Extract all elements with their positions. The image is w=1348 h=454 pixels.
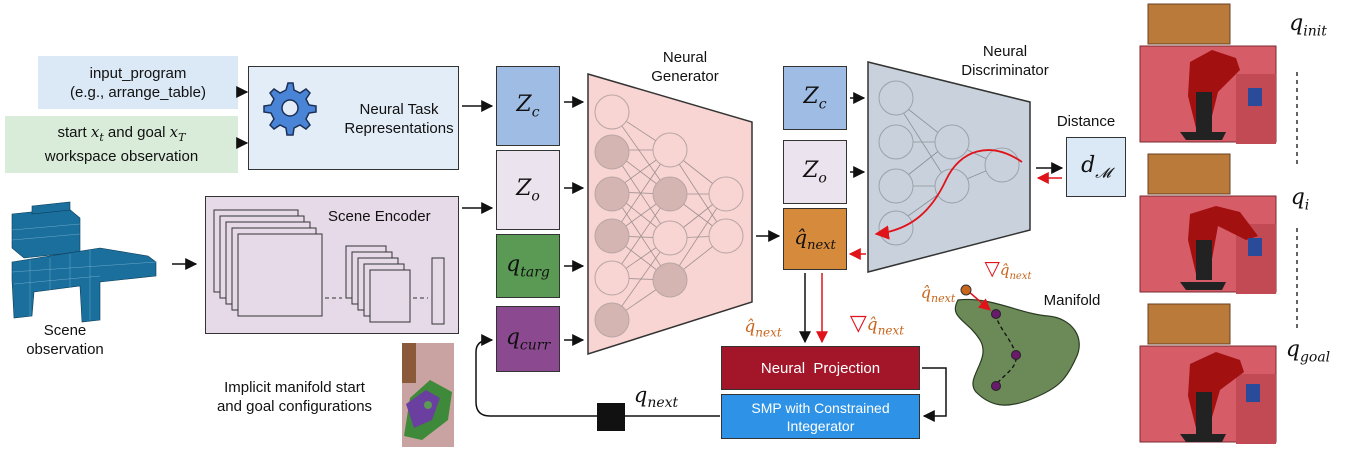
feature-maps-small [345,245,411,323]
start-goal-label: start xt and goal xT [57,123,186,144]
scene-observation-label: Scene observation [26,322,104,358]
robot-scene-intermediate [1139,153,1277,294]
qcurr-label: q [505,324,520,350]
distance-box: d𝓜 [1066,137,1126,197]
qtarg-label: q [506,251,521,277]
feature-maps-large [213,209,323,317]
input-program-label: input_program [89,64,187,82]
robot-scene-goal [1139,303,1277,444]
q-goal-label: qgoal [1285,337,1331,366]
zc-label: Z [516,91,532,117]
implicit-config-image [402,343,454,447]
smp-line2: Integerator [786,417,855,434]
disc-gradient-curve [874,149,1023,240]
neural-task-representations-box: Neural Task Representations [248,66,459,170]
q-i-label: qi [1290,185,1310,214]
delay-block [597,403,625,431]
zo-box: Zo [496,150,560,230]
disc-zo-box: Zo [783,140,847,204]
manifold-qnext-point [991,309,1001,319]
task-repr-line1: Neural Task [359,101,439,118]
qtarg-box: qtarg [496,234,560,298]
manifold-gradient-label: ▽q̂next [984,256,1032,282]
task-repr-line2: Representations [344,120,454,137]
input-program-example: (e.g., arrange_table) [70,83,206,101]
scene-voxel-image [11,201,157,323]
neural-projection-box: Neural Projection [721,346,920,390]
manifold-qhat-point [960,284,972,296]
zc-box: Zc [496,66,560,146]
feature-vector [431,257,445,325]
distance-d: d [1081,152,1096,178]
neural-projection-label: Neural Projection [760,359,881,377]
qhat-next-label: q̂ [794,225,808,249]
qcurr-box: qcurr [496,306,560,372]
generator-nodes [594,94,744,338]
input-program-box: input_program (e.g., arrange_table) [38,56,238,109]
q-init-label: qinit [1289,11,1327,40]
robot-scene-init [1139,3,1277,144]
feedback-loop [475,334,720,417]
qhat-next-output-label: q̂next [744,317,782,340]
qhat-next-box: q̂next [783,208,847,270]
workspace-observation-box: start xt and goal xT workspace observati… [5,116,238,173]
smp-line1: SMP with Constrained [751,399,890,416]
gear-icon [257,77,319,139]
zo-label: Z [516,175,532,201]
discriminator-nodes [878,80,1020,246]
workspace-label: workspace observation [44,148,199,165]
manifold-qhat-label: q̂next [920,283,956,306]
manifold-label: Manifold [1043,292,1101,309]
gradient-label: ▽q̂next [849,311,905,338]
distance-label: Distance [1056,113,1116,130]
generator-title: Neural Generator [651,49,719,85]
neural-generator-shape [587,72,753,356]
scene-encoder-label: Scene Encoder [328,208,431,225]
discriminator-title: Neural Discriminator [961,43,1049,79]
implicit-manifold-label: Implicit manifold start and goal configu… [216,379,373,415]
disc-zc-box: Zc [783,66,847,130]
smp-integrator-box: SMP with Constrained Integerator [721,394,920,439]
qnext-label: qnext [633,383,679,412]
